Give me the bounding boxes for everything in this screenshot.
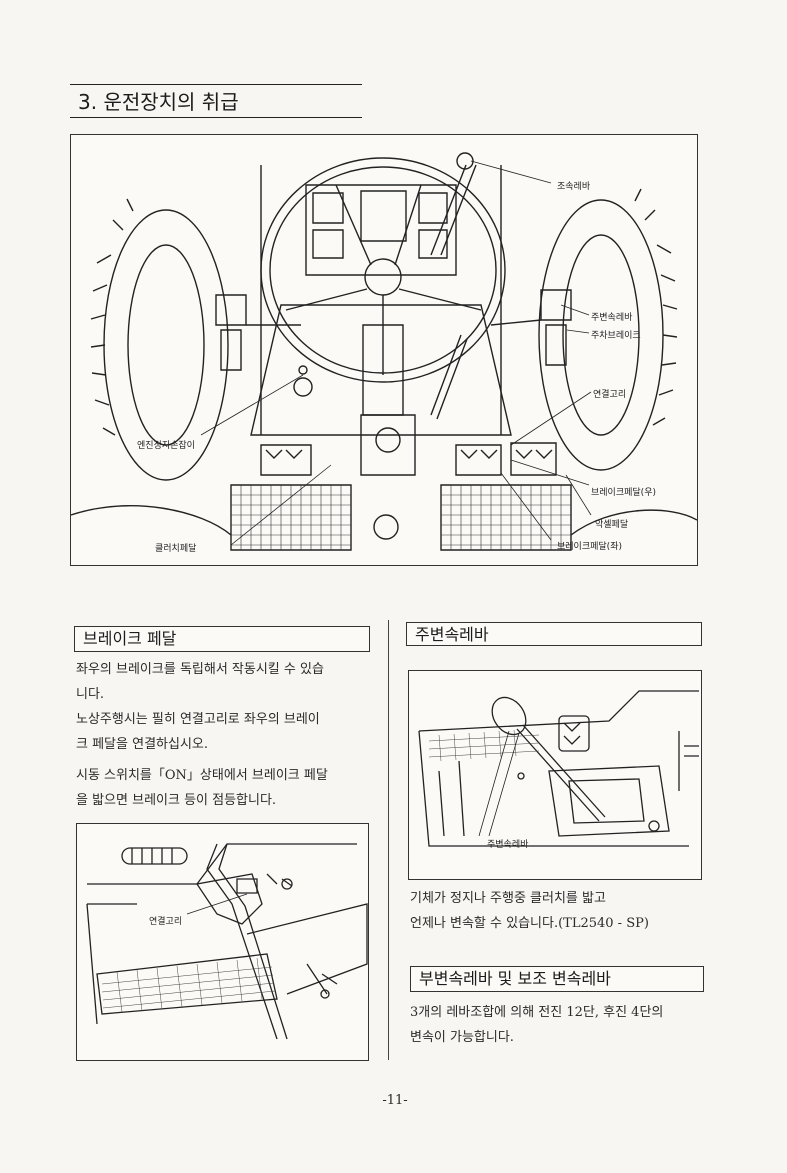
brake-pedal-heading-text: 브레이크 페달 <box>83 629 177 648</box>
main-shift-figure-callout: 주변속레바 <box>487 840 529 850</box>
tractor-cockpit-drawing <box>71 135 697 565</box>
callout-brake-pedal-left: 브레이크페달(좌) <box>557 542 622 552</box>
brake-pedal-line: 좌우의 브레이크를 독립해서 작동시킬 수 있습 <box>76 662 324 677</box>
callout-parking-brake: 주차브레이크 <box>591 331 641 341</box>
section-title-text: 3. 운전장치의 취급 <box>78 90 239 114</box>
main-shift-line: 언제나 변속할 수 있습니다.(TL2540 - SP) <box>410 916 649 931</box>
main-figure: 조속레바 주변속레바 주차브레이크 연결고리 엔진정지손잡이 브레이크페달(우)… <box>70 134 698 566</box>
sub-shift-line: 변속이 가능합니다. <box>410 1030 514 1045</box>
callout-engine-stop-knob: 엔진정지손잡이 <box>137 441 195 451</box>
main-shift-heading-text: 주변속레바 <box>415 625 489 644</box>
main-shift-figure: 주변속레바 <box>408 670 702 880</box>
brake-pedal-drawing <box>77 824 368 1060</box>
main-shift-text: 기체가 정지나 주행중 클러치를 밟고 언제나 변속할 수 있습니다.(TL25… <box>410 886 700 936</box>
main-shift-heading: 주변속레바 <box>406 622 702 646</box>
brake-pedal-figure: 연결고리 <box>76 823 369 1061</box>
sub-shift-text: 3개의 레바조합에 의해 전진 12단, 후진 4단의 변속이 가능합니다. <box>410 1000 708 1050</box>
brake-pedal-line: 노상주행시는 필히 연결고리로 좌우의 브레이 <box>76 712 320 727</box>
brake-figure-callout: 연결고리 <box>149 917 183 927</box>
callout-clutch-pedal: 클러치페달 <box>155 544 197 554</box>
sub-shift-heading: 부변속레바 및 보조 변속레바 <box>410 966 704 992</box>
sub-shift-line: 3개의 레바조합에 의해 전진 12단, 후진 4단의 <box>410 1005 664 1020</box>
callout-coupling-hook: 연결고리 <box>593 390 627 400</box>
callout-speed-lever: 조속레바 <box>557 182 591 192</box>
brake-pedal-line: 크 페달을 연결하십시오. <box>76 737 208 752</box>
column-divider <box>388 620 389 1060</box>
callout-brake-pedal-right: 브레이크페달(우) <box>591 488 656 498</box>
brake-pedal-line: 을 밟으면 브레이크 등이 점등합니다. <box>76 793 277 808</box>
brake-pedal-line: 시동 스위치를「ON」상태에서 브레이크 페달 <box>76 768 328 783</box>
sub-shift-heading-text: 부변속레바 및 보조 변속레바 <box>419 969 611 988</box>
brake-pedal-heading: 브레이크 페달 <box>74 626 370 652</box>
brake-pedal-line: 니다. <box>76 687 105 702</box>
page-number: -11- <box>382 1093 408 1108</box>
section-title: 3. 운전장치의 취급 <box>70 84 362 118</box>
main-shift-drawing <box>409 671 701 879</box>
main-shift-line: 기체가 정지나 주행중 클러치를 밟고 <box>410 891 606 906</box>
callout-accel-pedal: 악셀페달 <box>595 520 629 530</box>
brake-pedal-text: 좌우의 브레이크를 독립해서 작동시킬 수 있습 니다. 노상주행시는 필히 연… <box>76 657 376 813</box>
callout-main-shift-lever: 주변속레바 <box>591 313 633 323</box>
